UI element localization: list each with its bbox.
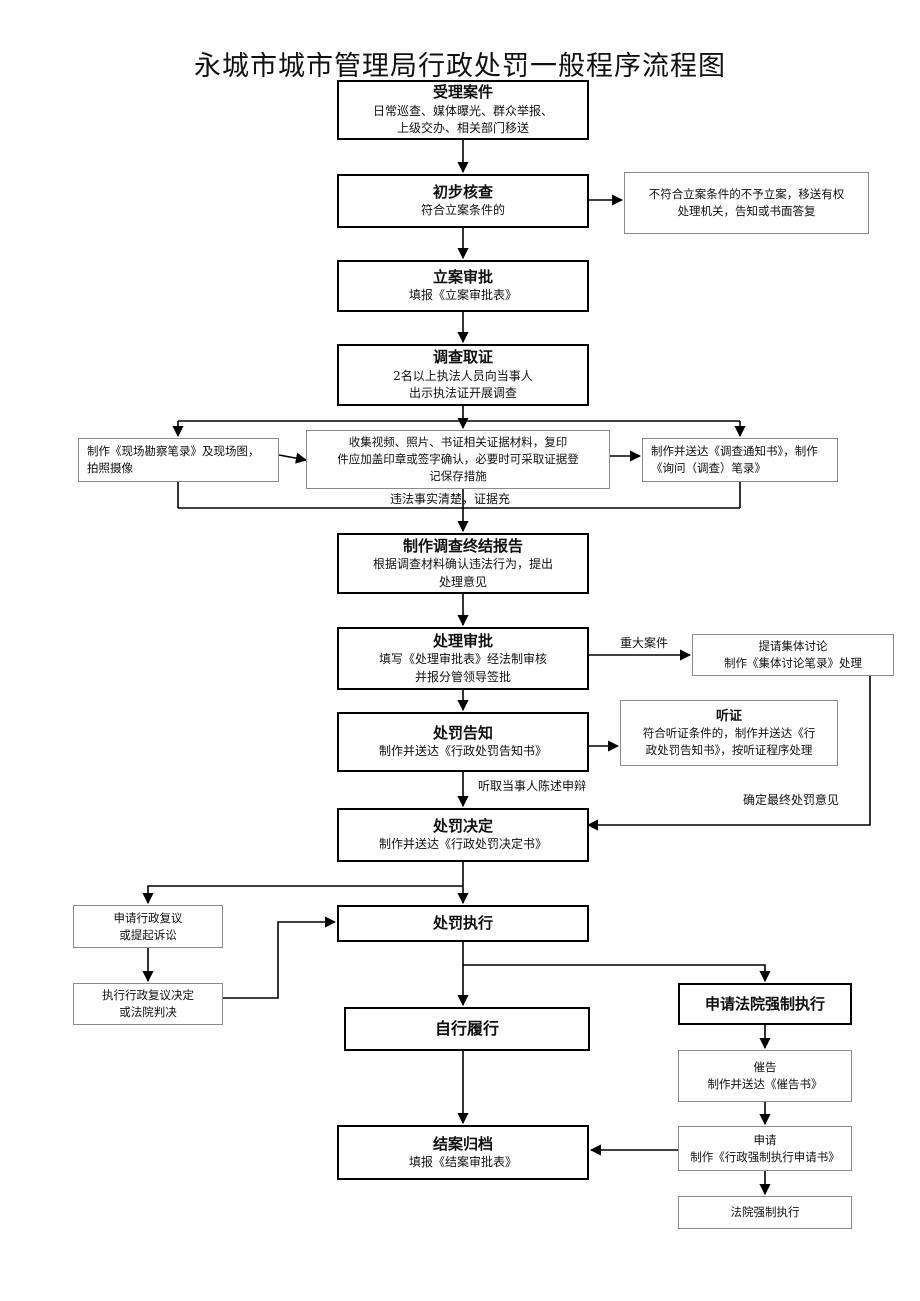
node-collective-discussion-line: 提请集体讨论 — [758, 639, 828, 654]
arrow-execute-to-court — [463, 964, 771, 983]
node-hearing-title: 听证 — [715, 708, 742, 724]
node-accept-case: 受理案件 日常巡查、媒体曝光、群众举报、 上级交办、相关部门移送 — [337, 80, 589, 140]
node-preliminary-check: 初步核查 符合立案条件的 — [337, 174, 589, 228]
node-investigation: 调查取证 2名以上执法人员向当事人 出示执法证开展调查 — [337, 344, 589, 406]
node-penalty-decision: 处罚决定 制作并送达《行政处罚决定书》 — [337, 808, 589, 862]
node-penalty-notice-title: 处罚告知 — [432, 724, 493, 743]
node-urge-notice-line: 制作并送达《催告书》 — [707, 1077, 823, 1091]
node-reject-case-line: 处理机关，告知或书面答复 — [677, 204, 816, 218]
edge-label-major-case: 重大案件 — [620, 636, 669, 650]
node-investigation-report: 制作调查终结报告 根据调查材料确认违法行为，提出 处理意见 — [337, 533, 589, 594]
node-notice-inquiry-line: 《询问（调查）笔录》 — [651, 461, 766, 475]
edge-label-hear-defense: 听取当事人陈述申辩 — [478, 779, 587, 793]
node-scene-record: 制作《现场勘察笔录》及现场图， 拍照摄像 — [78, 438, 279, 482]
node-execute-review-decision: 执行行政复议决定 或法院判决 — [73, 983, 223, 1025]
edge-label-final-opinion: 确定最终处罚意见 — [743, 793, 840, 807]
node-scene-record-line: 制作《现场勘察笔录》及现场图， — [87, 444, 260, 459]
node-investigation-title: 调查取证 — [432, 348, 493, 367]
arrow-scene-to-evidence — [278, 452, 308, 464]
node-handling-approval-line: 并报分管领导签批 — [414, 669, 511, 684]
node-apply-review-line: 或提起诉讼 — [119, 927, 177, 942]
node-collective-discussion-line: 制作《集体讨论笔录》处理 — [724, 656, 862, 670]
node-execute-review-decision-line: 或法院判决 — [119, 1005, 177, 1019]
node-execute-review-decision-line: 执行行政复议决定 — [102, 988, 194, 1003]
node-reject-case-line: 不符合立案条件的不予立案，移送有权 — [648, 187, 845, 202]
node-evidence-collection-line: 件应加盖印章或签字确认，必要时可采取证据登 — [337, 452, 579, 467]
node-self-performance: 自行履行 — [344, 1007, 590, 1051]
node-court-enforcement-line: 法院强制执行 — [730, 1205, 800, 1220]
node-urge-notice: 催告 制作并送达《催告书》 — [678, 1050, 852, 1102]
arrow-review-exec-to-execute — [222, 916, 337, 999]
node-investigation-report-line: 处理意见 — [438, 574, 487, 589]
node-enforcement-application: 申请 制作《行政强制执行申请书》 — [678, 1126, 852, 1171]
node-preliminary-check-line: 符合立案条件的 — [420, 203, 505, 218]
node-notice-inquiry-line: 制作并送达《调查通知书》，制作 — [651, 444, 818, 459]
node-apply-review: 申请行政复议 或提起诉讼 — [73, 905, 223, 948]
node-urge-notice-line: 催告 — [753, 1060, 777, 1075]
arrow-decision-to-review — [142, 885, 463, 905]
node-filing-approval-title: 立案审批 — [432, 268, 493, 287]
node-accept-case-title: 受理案件 — [432, 83, 493, 102]
edge-label-facts-clear: 违法事实清楚，证据充 — [390, 492, 511, 506]
node-accept-case-line: 日常巡查、媒体曝光、群众举报、 — [372, 103, 553, 118]
node-apply-review-line: 申请行政复议 — [113, 910, 183, 925]
node-enforcement-application-line: 制作《行政强制执行申请书》 — [690, 1149, 840, 1164]
node-penalty-notice-line: 制作并送达《行政处罚告知书》 — [378, 744, 547, 759]
node-accept-case-line: 上级交办、相关部门移送 — [396, 121, 529, 136]
node-hearing-line: 政处罚告知书》，按听证程序处理 — [645, 742, 813, 757]
node-collective-discussion: 提请集体讨论 制作《集体讨论笔录》处理 — [692, 634, 894, 676]
node-hearing: 听证 符合听证条件的，制作并送达《行 政处罚告知书》，按听证程序处理 — [620, 700, 838, 766]
node-evidence-collection-line: 记保存措施 — [429, 468, 487, 483]
node-case-closure-title: 结案归档 — [432, 1134, 493, 1153]
node-penalty-execution: 处罚执行 — [337, 905, 589, 942]
node-self-performance-title: 自行履行 — [434, 1019, 499, 1039]
node-penalty-notice: 处罚告知 制作并送达《行政处罚告知书》 — [337, 712, 589, 772]
arrow-collective-to-decision — [586, 676, 871, 831]
node-court-enforcement-apply-title: 申请法院强制执行 — [704, 994, 825, 1013]
node-scene-record-line: 拍照摄像 — [87, 461, 133, 475]
node-investigation-report-line: 根据调查材料确认违法行为，提出 — [372, 557, 553, 572]
node-penalty-decision-line: 制作并送达《行政处罚决定书》 — [378, 837, 547, 852]
node-filing-approval: 立案审批 填报《立案审批表》 — [337, 260, 589, 312]
node-enforcement-application-line: 申请 — [753, 1132, 777, 1147]
node-hearing-line: 符合听证条件的，制作并送达《行 — [642, 726, 816, 741]
node-case-closure: 结案归档 填报《结案审批表》 — [337, 1125, 589, 1180]
node-notice-inquiry: 制作并送达《调查通知书》，制作 《询问（调查）笔录》 — [642, 438, 838, 482]
node-handling-approval: 处理审批 填写《处理审批表》经法制审核 并报分管领导签批 — [337, 627, 589, 690]
node-penalty-execution-title: 处罚执行 — [432, 914, 493, 933]
node-investigation-line: 2名以上执法人员向当事人 — [393, 368, 533, 383]
node-handling-approval-title: 处理审批 — [432, 631, 493, 650]
node-reject-case: 不符合立案条件的不予立案，移送有权 处理机关，告知或书面答复 — [624, 172, 869, 234]
node-investigation-report-title: 制作调查终结报告 — [402, 536, 523, 555]
page-title: 永城市城市管理局行政处罚一般程序流程图 — [194, 51, 726, 82]
node-case-closure-line: 填报《结案审批表》 — [408, 1154, 517, 1169]
node-filing-approval-line: 填报《立案审批表》 — [408, 288, 517, 303]
node-investigation-line: 出示执法证开展调查 — [408, 386, 517, 401]
node-handling-approval-line: 填写《处理审批表》经法制审核 — [378, 652, 547, 667]
node-preliminary-check-title: 初步核查 — [432, 183, 493, 202]
node-court-enforcement-apply: 申请法院强制执行 — [678, 983, 852, 1025]
node-penalty-decision-title: 处罚决定 — [432, 817, 493, 836]
node-court-enforcement: 法院强制执行 — [678, 1196, 852, 1229]
node-evidence-collection-line: 收集视频、照片、书证相关证据材料，复印 — [348, 435, 568, 450]
node-evidence-collection: 收集视频、照片、书证相关证据材料，复印 件应加盖印章或签字确认，必要时可采取证据… — [306, 430, 610, 489]
